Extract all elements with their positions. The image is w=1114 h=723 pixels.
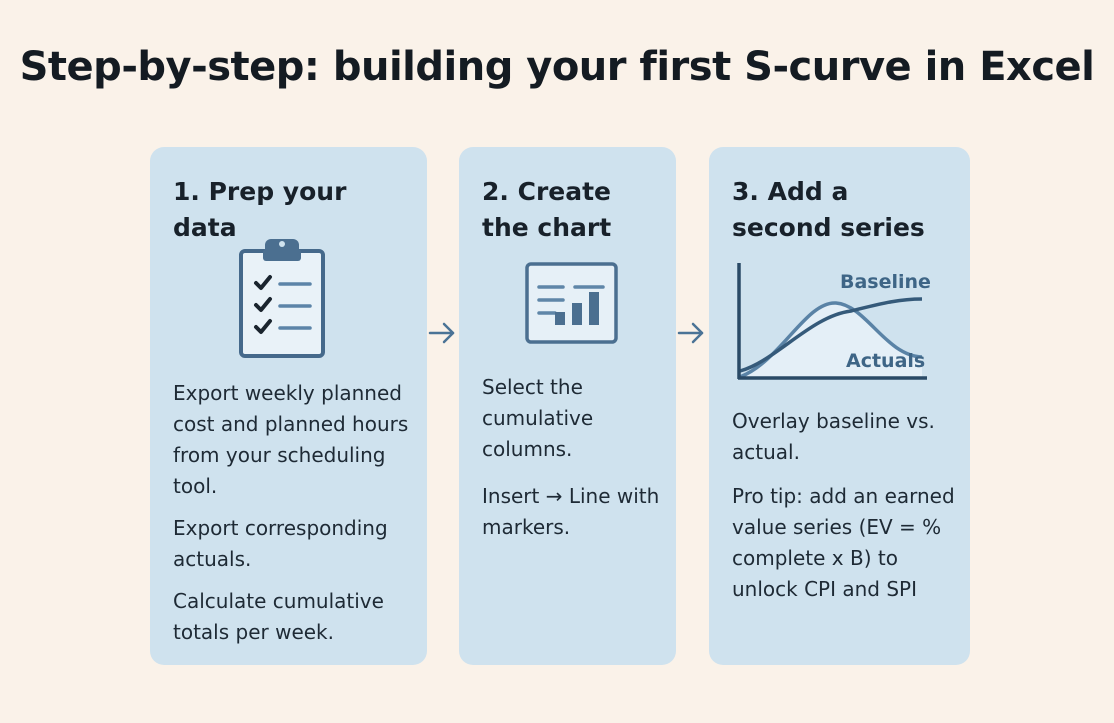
step-paragraph: Export corresponding actuals.	[173, 516, 388, 571]
step-paragraph: Calculate cumulative totals per week.	[173, 589, 384, 644]
chart-icon	[525, 262, 618, 344]
step-paragraph: Pro tip: add an earned value series (EV …	[732, 484, 955, 601]
step-paragraph: Insert → Line with markers.	[482, 484, 660, 539]
step-title: 3. Add a second series	[732, 177, 925, 242]
s-curve-chart-icon	[737, 263, 927, 380]
step-body: Overlay baseline vs. actual. Pro tip: ad…	[732, 406, 962, 616]
step-body: Select the cumulative columns. Insert → …	[482, 372, 668, 554]
step-paragraph: Select the cumulative columns.	[482, 375, 594, 461]
right-arrow-icon	[428, 322, 455, 344]
page-title: Step-by-step: building your first S-curv…	[19, 44, 1095, 90]
baseline-label: Baseline	[840, 271, 931, 293]
step-card-create-chart: 2. Create the chart Select the cumulativ…	[459, 147, 676, 665]
actuals-label: Actuals	[846, 350, 926, 372]
step-card-second-series: 3. Add a second series Baseline Actuals …	[709, 147, 970, 665]
step-body: Export weekly planned cost and planned h…	[173, 378, 419, 659]
step-paragraph: Overlay baseline vs. actual.	[732, 409, 935, 464]
step-card-prep-data: 1. Prep your data Export weekly planned …	[150, 147, 427, 665]
step-title: 2. Create the chart	[482, 177, 612, 242]
right-arrow-icon	[677, 322, 704, 344]
clipboard-checklist-icon	[239, 239, 325, 358]
step-title: 1. Prep your data	[173, 177, 347, 242]
step-paragraph: Export weekly planned cost and planned h…	[173, 381, 409, 498]
